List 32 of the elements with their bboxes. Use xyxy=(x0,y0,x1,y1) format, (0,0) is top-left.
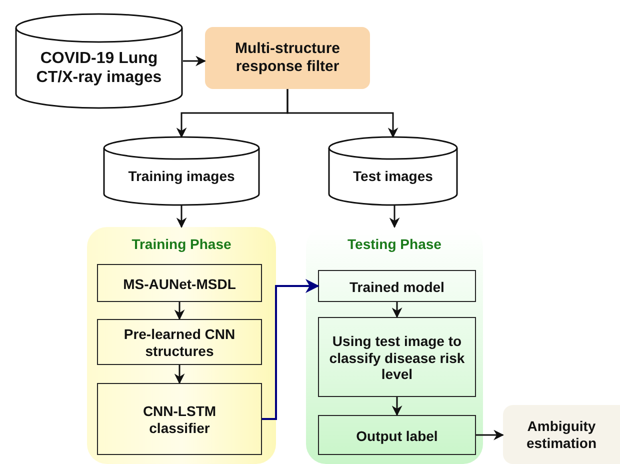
node-label: Trained model xyxy=(350,278,444,296)
node-label: Multi-structure response filter xyxy=(234,40,341,76)
node-label: Test images xyxy=(353,168,433,185)
arrow xyxy=(174,365,185,384)
arrow xyxy=(174,302,185,320)
process-box xyxy=(97,383,262,455)
process-box xyxy=(97,264,262,302)
phase-heading: Training Phase xyxy=(132,236,232,252)
node-label: Pre-learned CNN structures xyxy=(122,326,236,360)
node-label: Training images xyxy=(128,168,235,185)
arrow xyxy=(286,89,398,138)
phase-heading: Testing Phase xyxy=(348,236,442,252)
process-box xyxy=(318,317,476,397)
output-box xyxy=(503,405,620,464)
phase-panel xyxy=(87,227,276,464)
node-label: MS-AUNet-MSDL xyxy=(123,276,236,292)
node-label: Output label xyxy=(356,428,438,444)
process-box xyxy=(318,270,476,302)
arrow xyxy=(392,302,402,318)
process-box xyxy=(205,27,370,89)
arrow xyxy=(183,56,206,66)
arrow xyxy=(389,205,400,228)
node-label: CNN-LSTM classifier xyxy=(142,403,218,437)
process-box xyxy=(97,319,262,365)
process-box xyxy=(318,415,476,455)
node-label: COVID-19 Lung CT/X-ray images xyxy=(35,48,163,88)
node-label: Ambiguity estimation xyxy=(525,418,598,452)
arrow xyxy=(476,430,504,440)
arrow xyxy=(262,279,320,420)
node-label: Using test image to classify disease risk level xyxy=(328,332,466,384)
arrow xyxy=(392,397,402,416)
arrow xyxy=(176,205,187,228)
